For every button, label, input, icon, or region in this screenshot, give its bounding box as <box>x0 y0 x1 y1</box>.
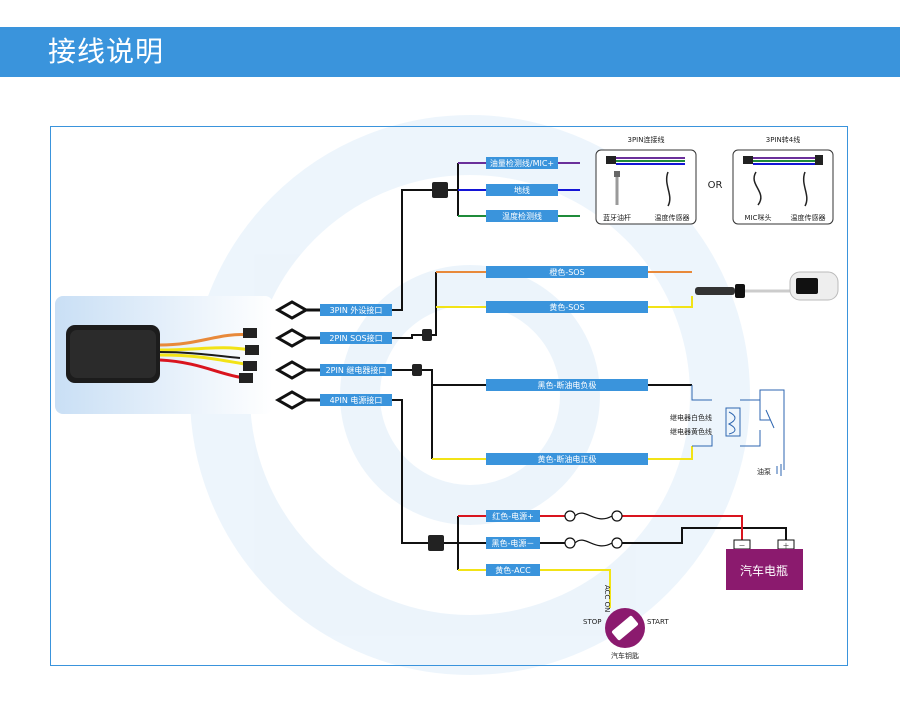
plug-ext <box>432 182 448 198</box>
power-connector-label-bg <box>320 394 392 406</box>
or-text: OR <box>708 180 723 191</box>
key-label: 汽车钥匙 <box>611 651 639 660</box>
yellow-relay-label-bg <box>486 453 648 465</box>
diagram-frame <box>50 126 848 666</box>
oil-mic-label-bg <box>486 157 558 169</box>
ext-connector-label-bg <box>320 304 392 316</box>
connector-icons <box>274 300 320 410</box>
sos-connector-label-bg <box>320 332 392 344</box>
yellow-sos-label-bg <box>486 301 648 313</box>
relay-diagram <box>691 385 785 470</box>
orange-sos-label: 橙色-SOS <box>549 267 584 277</box>
cable-3to4-title: 3PIN转4线 <box>766 135 800 144</box>
oil-mic-label: 油量检测线/MIC+ <box>490 158 554 168</box>
yellow-sos-label: 黄色-SOS <box>549 302 584 312</box>
battery: － ＋ 汽车电瓶 <box>726 539 803 590</box>
red-power-label: 红色-电源+ <box>492 511 534 521</box>
sos-button-icon <box>695 271 839 301</box>
fuse-red <box>564 510 623 522</box>
acc-label: 黄色-ACC <box>495 565 531 575</box>
battery-pos-label: ＋ <box>783 542 790 550</box>
fuse-black <box>564 537 623 549</box>
plug-relay <box>412 364 422 376</box>
accessory-3pin-cable: 3PIN连接线 蓝牙油杆 温度传感器 <box>595 135 697 225</box>
plug-power <box>428 535 444 551</box>
ignition-key: ACC ON STOP START 汽车钥匙 <box>583 585 669 660</box>
ground-label-bg <box>486 184 558 196</box>
sos-connector-label: 2PIN SOS接口 <box>329 333 382 343</box>
cable-3pin-title: 3PIN连接线 <box>628 135 665 144</box>
plug-sos <box>422 329 432 341</box>
orange-sos-label-bg <box>486 266 648 278</box>
gps-device <box>55 296 273 414</box>
relay-white-label: 继电器白色线 <box>670 413 712 422</box>
accessory-3pin-4wire: 3PIN转4线 MIC咪头 温度传感器 <box>732 135 834 225</box>
temp-label-bg <box>486 210 558 222</box>
stop-label: STOP <box>583 618 601 626</box>
yellow-relay-label: 黄色-断油电正极 <box>538 454 597 464</box>
relay-yellow-label: 继电器黄色线 <box>670 427 712 436</box>
pump-icon <box>776 464 782 476</box>
relay-connector-label: 2PIN 继电器接口 <box>326 365 387 375</box>
page-title: 接线说明 <box>48 35 165 68</box>
title-bar: 接线说明 <box>0 27 900 77</box>
black-power-label-bg <box>486 537 540 549</box>
mic-label: MIC咪头 <box>745 213 772 222</box>
start-label: START <box>647 618 669 626</box>
fuel-rod-label: 蓝牙油杆 <box>603 213 631 222</box>
ext-connector-label: 3PIN 外设接口 <box>330 305 383 315</box>
acc-label-bg <box>486 564 540 576</box>
black-relay-label-bg <box>486 379 648 391</box>
black-relay-label: 黑色-断油电负极 <box>538 380 597 390</box>
temp-sensor-1-label: 温度传感器 <box>655 213 690 222</box>
relay-connector-label-bg <box>320 364 392 376</box>
acc-on-label: ACC ON <box>603 585 611 612</box>
temp-sensor-2-label: 温度传感器 <box>791 213 826 222</box>
ground-label: 地线 <box>514 185 530 195</box>
temp-label: 温度检测线 <box>502 211 542 221</box>
power-connector-label: 4PIN 电源接口 <box>330 395 383 405</box>
red-power-label-bg <box>486 510 540 522</box>
battery-label: 汽车电瓶 <box>740 563 788 578</box>
black-power-label: 黑色-电源－ <box>492 538 535 548</box>
pump-label: 油泵 <box>757 467 771 476</box>
battery-neg-label: － <box>739 542 746 550</box>
